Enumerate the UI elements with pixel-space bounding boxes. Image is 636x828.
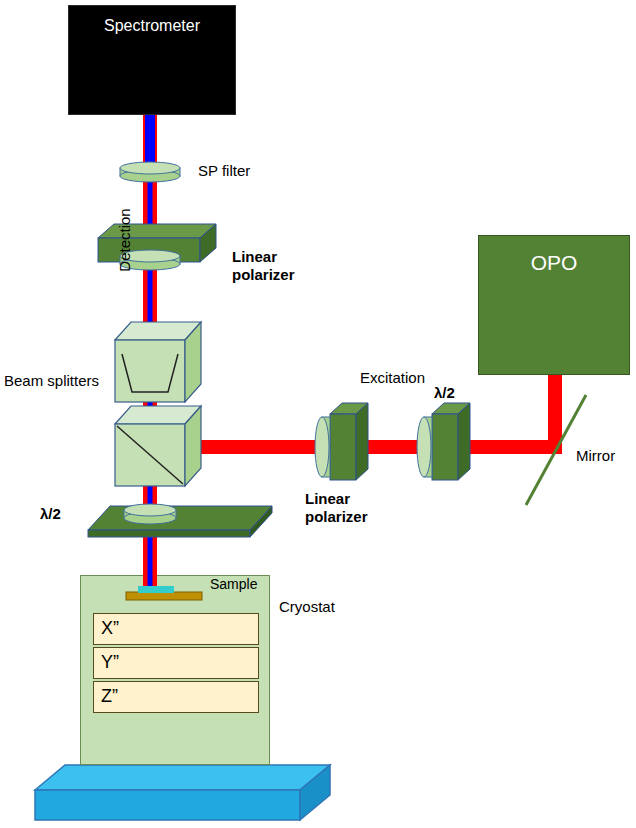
excitation-beam <box>185 375 562 454</box>
half-wave-plate <box>88 506 272 530</box>
component-label: λ/2 <box>40 505 61 523</box>
half-wave-plate <box>124 504 176 516</box>
beam-splitter <box>122 354 178 392</box>
sp-filter <box>120 162 180 174</box>
cryostat-box: CryostatX”Y”Z” <box>80 575 270 765</box>
sp-filter <box>120 162 180 182</box>
component-label: λ/2 <box>434 384 455 402</box>
linear-polarizer <box>330 414 356 480</box>
component-label: Mirror <box>576 447 615 465</box>
box-label: X” <box>101 618 119 640</box>
stage-box: X” <box>93 613 259 645</box>
beam-splitter <box>115 322 201 402</box>
linear-polarizer <box>315 417 329 477</box>
beam-splitter <box>185 322 201 402</box>
base-platform <box>35 765 330 820</box>
linear-polarizer <box>98 224 216 270</box>
beam-splitter <box>115 340 185 402</box>
stage-box: Y” <box>93 647 259 679</box>
half-wave-plate <box>250 506 272 537</box>
box-heading: Cryostat <box>279 598 335 616</box>
component-label: SP filter <box>198 162 250 180</box>
component-label: Linear polarizer <box>232 248 317 284</box>
path-label: Excitation <box>360 369 425 387</box>
component-label: Sample <box>210 576 257 593</box>
component-label: Linear polarizer <box>305 490 390 526</box>
half-wave-plate <box>88 504 272 537</box>
base-platform <box>35 790 300 820</box>
box-label: OPO <box>531 250 578 275</box>
spectrometer-box: Spectrometer <box>68 5 236 115</box>
linear-polarizer <box>356 403 368 480</box>
half-wave-plate <box>417 417 431 477</box>
beam-splitter <box>117 426 183 484</box>
beam-splitter <box>115 424 185 486</box>
box-label: Z” <box>101 686 118 708</box>
path-label: Detection <box>116 205 134 275</box>
linear-polarizer <box>98 224 216 238</box>
box-label: Spectrometer <box>104 16 200 35</box>
box-label: Y” <box>101 652 119 674</box>
laser-box: OPO <box>478 235 630 375</box>
base-platform <box>35 765 330 790</box>
stage-box: Z” <box>93 681 259 713</box>
base-platform <box>300 765 330 820</box>
linear-polarizer <box>315 403 368 480</box>
linear-polarizer <box>98 238 200 262</box>
beam-splitter <box>185 406 201 486</box>
component-label: Beam splitters <box>4 372 99 390</box>
half-wave-plate <box>458 403 470 480</box>
half-wave-plate <box>432 414 458 480</box>
half-wave-plate <box>88 530 250 537</box>
half-wave-plate <box>417 403 470 480</box>
excitation-beam <box>185 440 562 454</box>
beam-splitter <box>115 406 201 486</box>
linear-polarizer <box>200 224 216 262</box>
